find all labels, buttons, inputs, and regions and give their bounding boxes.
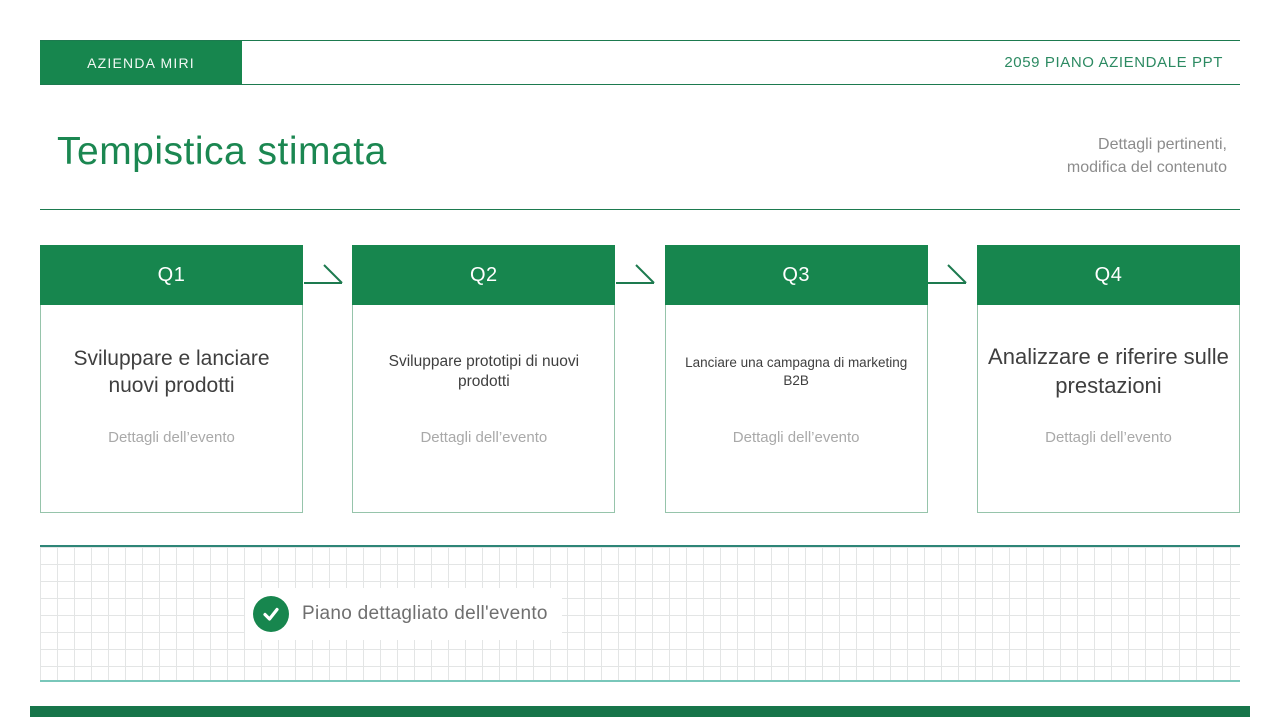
card-title: Sviluppare prototipi di nuovi prodotti (388, 352, 580, 390)
card-details: Dettagli dell’evento (732, 429, 860, 446)
arrow-right-icon (304, 264, 343, 284)
timeline-card-q4: Q4 Analizzare e riferire sulle prestazio… (976, 245, 1240, 513)
subtitle-note-line1: Dettagli pertinenti, (1098, 136, 1227, 153)
card-quarter-label: Q1 (157, 263, 186, 286)
timeline: Q1 Sviluppare e lanciare nuovi prodotti … (40, 245, 1240, 513)
card-body: Sviluppare e lanciare nuovi prodotti Det… (40, 305, 303, 513)
title-divider (40, 209, 1240, 210)
subtitle-note-line2: modifica del contenuto (1066, 159, 1227, 176)
footer-bar (30, 706, 1250, 717)
timeline-card-q3: Q3 Lanciare una campagna di marketing B2… (664, 245, 928, 513)
slide-title: Tempistica stimata (57, 130, 387, 173)
card-quarter-header: Q1 (40, 245, 303, 305)
checklist-item: Piano dettagliato dell'evento (245, 587, 562, 640)
card-quarter-header: Q3 (664, 245, 928, 305)
card-quarter-label: Q3 (782, 263, 810, 286)
company-badge-label: AZIENDA MIRI (87, 54, 195, 71)
card-body: Sviluppare prototipi di nuovi prodotti D… (352, 305, 616, 513)
subtitle-note: Dettagli pertinenti, modifica del conten… (1067, 133, 1227, 179)
deck-title: 2059 PIANO AZIENDALE PPT (1004, 54, 1223, 71)
timeline-card-q2: Q2 Sviluppare prototipi di nuovi prodott… (352, 245, 616, 513)
arrow-right-icon (616, 264, 655, 284)
card-quarter-label: Q4 (1094, 263, 1123, 286)
card-details: Dettagli dell’evento (1045, 429, 1172, 446)
notes-grid: Piano dettagliato dell'evento (40, 545, 1240, 682)
card-body: Lanciare una campagna di marketing B2B D… (664, 305, 928, 513)
card-quarter-header: Q2 (352, 245, 616, 305)
arrow-right-icon (928, 264, 967, 284)
card-title: Analizzare e riferire sulle prestazioni (988, 344, 1229, 398)
company-badge: AZIENDA MIRI (40, 41, 242, 84)
checklist-label: Piano dettagliato dell'evento (302, 602, 548, 624)
card-title: Sviluppare e lanciare nuovi prodotti (73, 346, 270, 397)
card-details: Dettagli dell’evento (420, 429, 548, 446)
card-title: Lanciare una campagna di marketing B2B (685, 355, 908, 388)
card-quarter-label: Q2 (469, 263, 498, 286)
card-body: Analizzare e riferire sulle prestazioni … (976, 305, 1240, 513)
header-band: AZIENDA MIRI 2059 PIANO AZIENDALE PPT (40, 40, 1240, 85)
card-details: Dettagli dell’evento (108, 429, 235, 446)
timeline-card-q1: Q1 Sviluppare e lanciare nuovi prodotti … (40, 245, 303, 513)
check-icon (253, 595, 289, 632)
card-quarter-header: Q4 (976, 245, 1240, 305)
